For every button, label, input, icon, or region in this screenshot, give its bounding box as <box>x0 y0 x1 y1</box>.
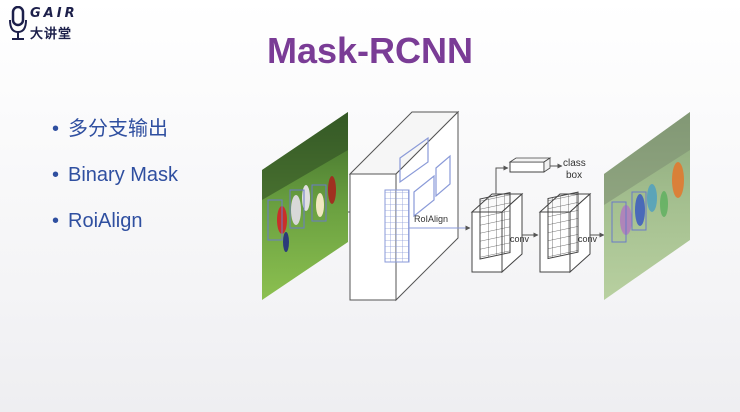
roi-feature-block <box>470 191 524 274</box>
bullet-text-multi-branch-output: 多分支输出 <box>68 118 168 140</box>
bullet-dot: • <box>52 118 60 140</box>
logo-text-gair: GAIR <box>30 6 78 21</box>
class-box-fc-layer <box>508 157 552 173</box>
box-label: box <box>566 170 582 181</box>
roialign-label: RoIAlign <box>414 214 448 224</box>
output-mask-image <box>604 112 690 300</box>
bullet-list: • 多分支输出 • Binary Mask • RoiAlign <box>52 118 178 256</box>
slide-title: Mask-RCNN <box>266 30 474 71</box>
microphone-icon <box>9 6 27 40</box>
logo-text-lecture-hall: 大讲堂 <box>30 27 73 42</box>
input-image <box>262 112 348 300</box>
bullet-item: • 多分支输出 <box>52 118 178 141</box>
class-label: class <box>563 158 586 169</box>
bullet-item: • RoiAlign <box>52 210 178 233</box>
bullet-dot: • <box>52 164 60 186</box>
bullet-dot: • <box>52 210 60 232</box>
bullet-item: • Binary Mask <box>52 164 178 187</box>
gair-logo: GAIR 大讲堂 <box>8 4 86 44</box>
arrow-class-box-branch <box>495 165 509 194</box>
bullet-text-roialign: RoiAlign <box>68 210 143 232</box>
conv-label-2: conv <box>578 234 598 244</box>
backbone-feature-map <box>348 110 460 302</box>
conv-label-1: conv <box>510 234 530 244</box>
mask-conv-block <box>538 191 592 274</box>
bullet-text-binary-mask: Binary Mask <box>68 164 179 186</box>
